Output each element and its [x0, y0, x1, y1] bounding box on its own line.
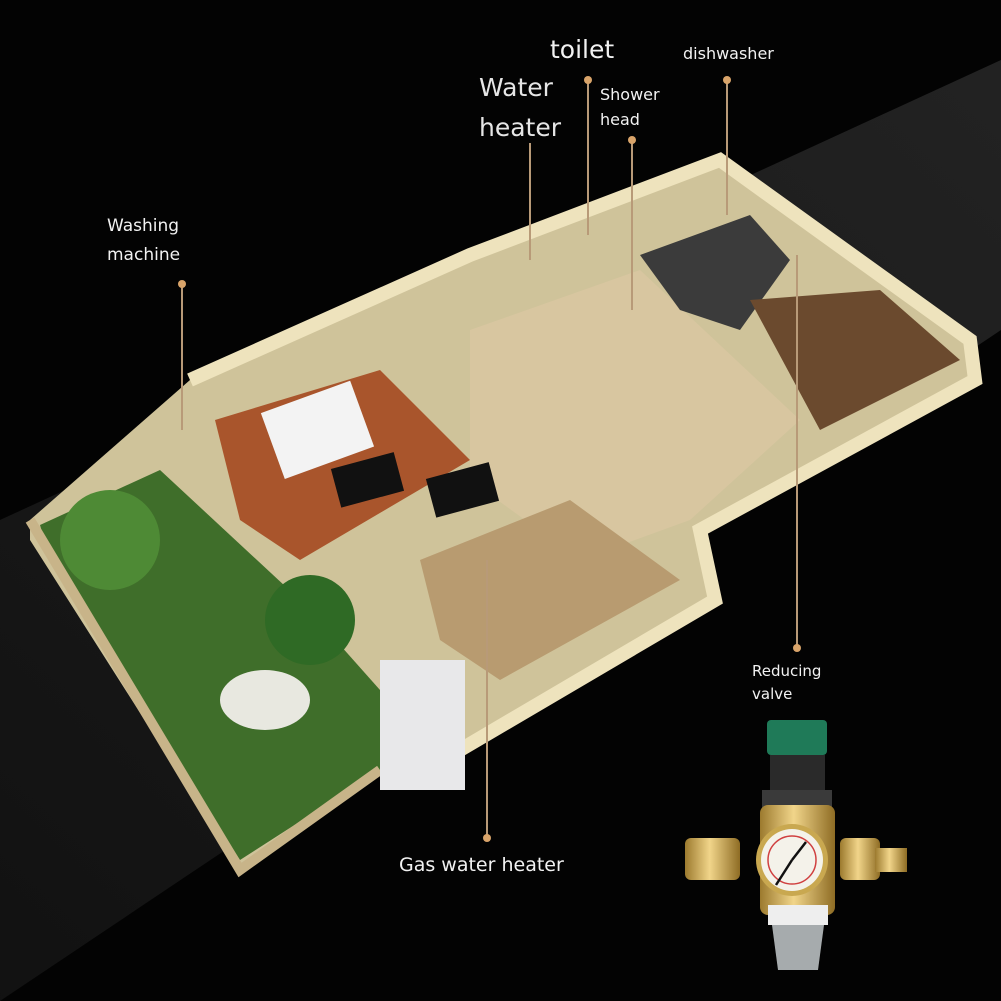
label-line: Shower [600, 85, 660, 104]
label-line: head [600, 110, 640, 129]
label-shower-head: Shower head [600, 82, 660, 132]
leader-dot [178, 280, 186, 288]
label-water-heater: Water heater [479, 68, 561, 148]
dining-floor [750, 290, 960, 430]
label-washing-machine: Washing machine [107, 212, 180, 270]
garden-fence [25, 517, 383, 878]
reducing-valve-image [685, 720, 907, 970]
label-line: machine [107, 245, 181, 265]
label-gas-water-heater: Gas water heater [399, 854, 564, 876]
label-dishwasher: dishwasher [683, 44, 774, 63]
leader-dot [483, 834, 491, 842]
living-floor [420, 500, 680, 680]
label-reducing-valve: Reducing valve [752, 660, 821, 706]
bed [260, 380, 375, 479]
tv [330, 452, 405, 508]
leader-dot [584, 76, 592, 84]
label-toilet: toilet [550, 35, 615, 64]
trees [265, 575, 355, 665]
entry-wall [380, 660, 465, 790]
label-line: heater [479, 113, 562, 142]
umbrella [220, 670, 310, 730]
walls [187, 152, 983, 757]
leader-dot [793, 644, 801, 652]
label-line: Reducing [752, 662, 822, 680]
marble-floor [470, 270, 800, 560]
leader-dot [723, 76, 731, 84]
label-line: Water [479, 73, 553, 102]
label-line: valve [752, 685, 793, 703]
tv [425, 462, 500, 518]
label-line: Washing [107, 216, 180, 236]
trees [60, 490, 160, 590]
leader-dot [628, 136, 636, 144]
